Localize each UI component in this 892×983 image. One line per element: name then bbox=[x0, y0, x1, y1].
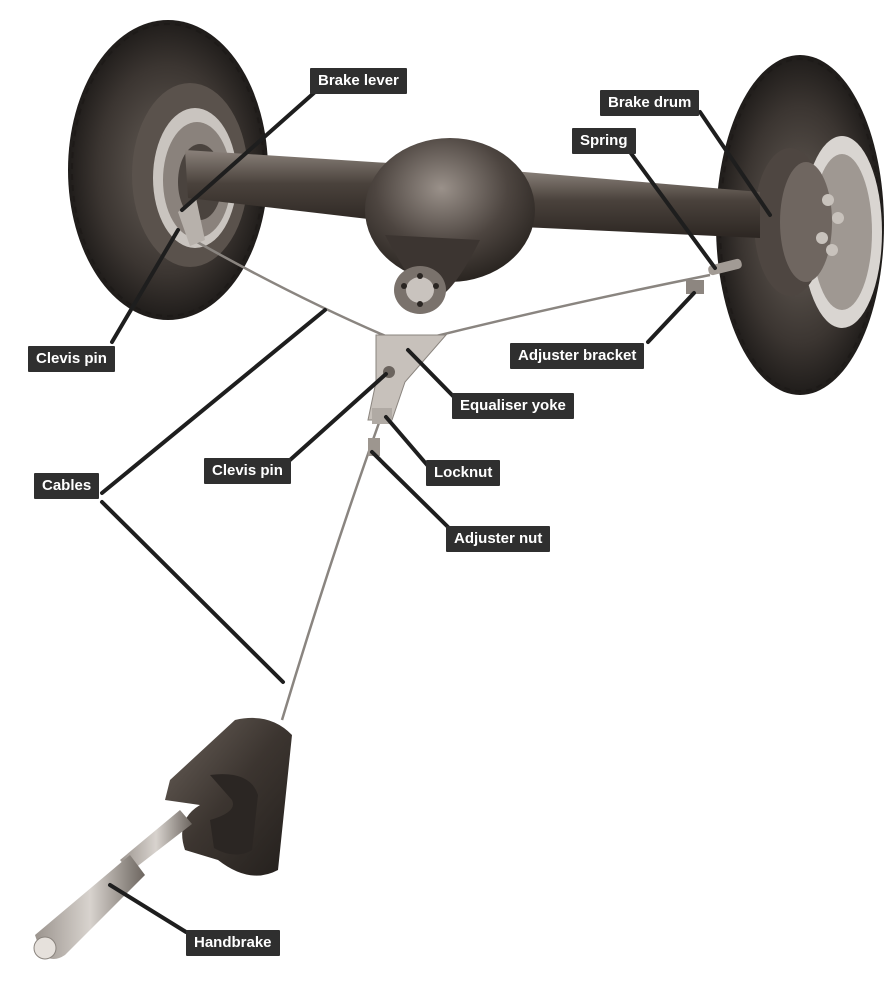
label-spring: Spring bbox=[572, 128, 636, 154]
label-locknut: Locknut bbox=[426, 460, 501, 486]
handbrake-grip bbox=[35, 855, 145, 959]
front-cable bbox=[280, 419, 382, 721]
handbrake-rod bbox=[120, 810, 192, 872]
label-brake-lever: Brake lever bbox=[310, 68, 407, 94]
label-equaliser-yoke: Equaliser yoke bbox=[452, 393, 574, 419]
left-cable bbox=[189, 236, 396, 342]
leader-locknut bbox=[384, 415, 430, 468]
spring-part bbox=[708, 258, 742, 276]
label-clevis-pin-center: Clevis pin bbox=[204, 458, 291, 484]
leader-adjuster-bracket bbox=[646, 291, 696, 344]
leader-clevis-pin-center bbox=[288, 372, 388, 462]
handbrake-assembly bbox=[33, 717, 292, 960]
leader-brake-drum bbox=[698, 110, 772, 217]
leader-adjuster-nut bbox=[370, 450, 450, 529]
label-adjuster-bracket: Adjuster bracket bbox=[510, 343, 645, 369]
leader-equaliser-yoke bbox=[406, 348, 456, 399]
leader-handbrake bbox=[108, 883, 188, 934]
label-adjuster-nut: Adjuster nut bbox=[446, 526, 551, 552]
right-cable bbox=[419, 273, 711, 342]
leader-clevis-pin-left bbox=[110, 228, 180, 344]
brake-cables bbox=[189, 236, 711, 721]
label-brake-drum: Brake drum bbox=[600, 90, 700, 116]
leader-lines bbox=[100, 90, 772, 934]
label-handbrake: Handbrake bbox=[186, 930, 280, 956]
leader-spring bbox=[628, 150, 717, 270]
handbrake-bracket bbox=[165, 717, 292, 876]
leader-cables-lower bbox=[100, 500, 285, 684]
label-cables: Cables bbox=[34, 473, 100, 499]
label-clevis-pin-left: Clevis pin bbox=[28, 346, 115, 372]
adjuster-bracket-part bbox=[686, 280, 704, 294]
leader-brake-lever bbox=[180, 90, 317, 212]
equaliser-yoke-part bbox=[367, 334, 448, 456]
rear-axle bbox=[185, 138, 760, 314]
leader-cables-upper bbox=[100, 308, 327, 495]
